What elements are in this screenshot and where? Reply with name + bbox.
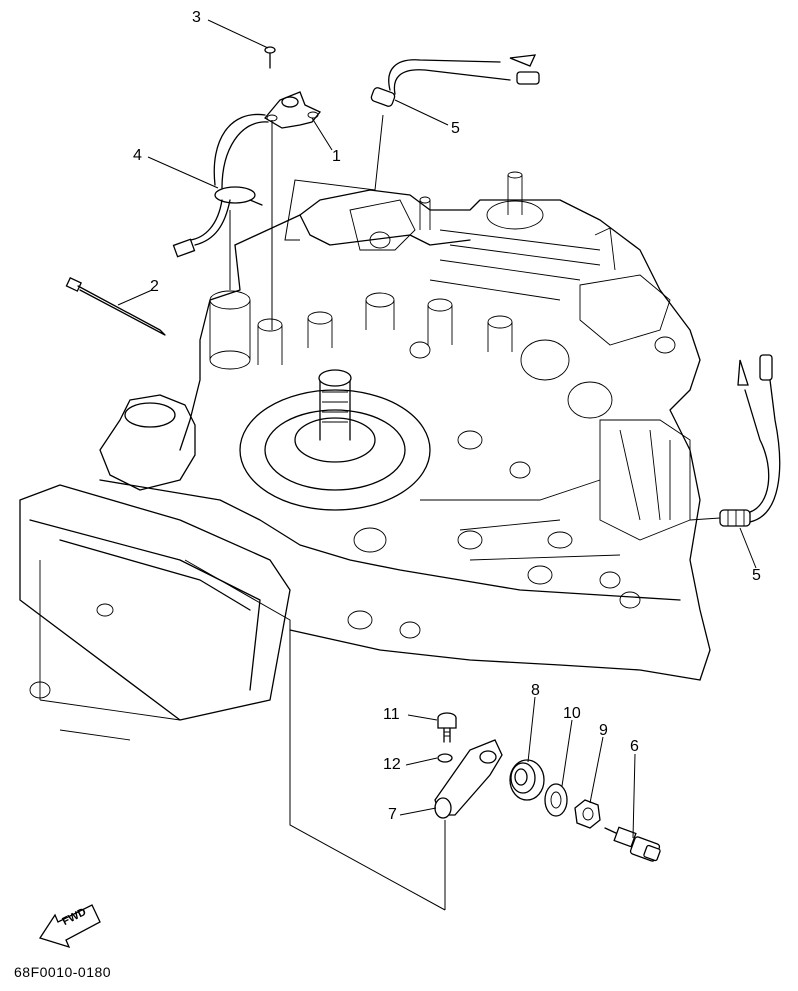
leader-frame	[184, 559, 446, 911]
sensor-part-5-top	[284, 54, 540, 241]
callout-leaders	[117, 19, 757, 839]
cable-tie-part-2	[65, 276, 166, 336]
diagram-code: 68F0010-0180	[14, 964, 112, 980]
fwd-arrow-icon	[38, 904, 101, 949]
callout-12: 12	[383, 756, 401, 773]
callout-11: 11	[383, 706, 400, 723]
bracket-part-7	[434, 739, 503, 819]
engine-block	[19, 171, 711, 741]
screw-part-3	[264, 46, 276, 69]
callout-8: 8	[531, 682, 540, 699]
callout-5-top: 5	[451, 120, 460, 137]
washer-part-12	[437, 753, 453, 763]
callout-1: 1	[332, 148, 341, 165]
callout-7: 7	[388, 806, 397, 823]
switch-part-6	[604, 826, 661, 862]
grommet-part-8	[509, 759, 545, 801]
washer-part-10	[544, 783, 568, 817]
callout-5-right: 5	[752, 567, 761, 584]
callout-10: 10	[563, 705, 581, 722]
clamp-part-4	[172, 113, 269, 258]
callout-4: 4	[133, 147, 142, 164]
bolt-part-11	[437, 712, 457, 743]
callout-6: 6	[630, 738, 639, 755]
callout-2: 2	[150, 278, 159, 295]
sensor-part-5-right	[689, 354, 781, 527]
nut-part-9	[574, 799, 601, 829]
callout-9: 9	[599, 722, 608, 739]
callout-3: 3	[192, 9, 201, 26]
bracket-part-1	[264, 91, 322, 129]
